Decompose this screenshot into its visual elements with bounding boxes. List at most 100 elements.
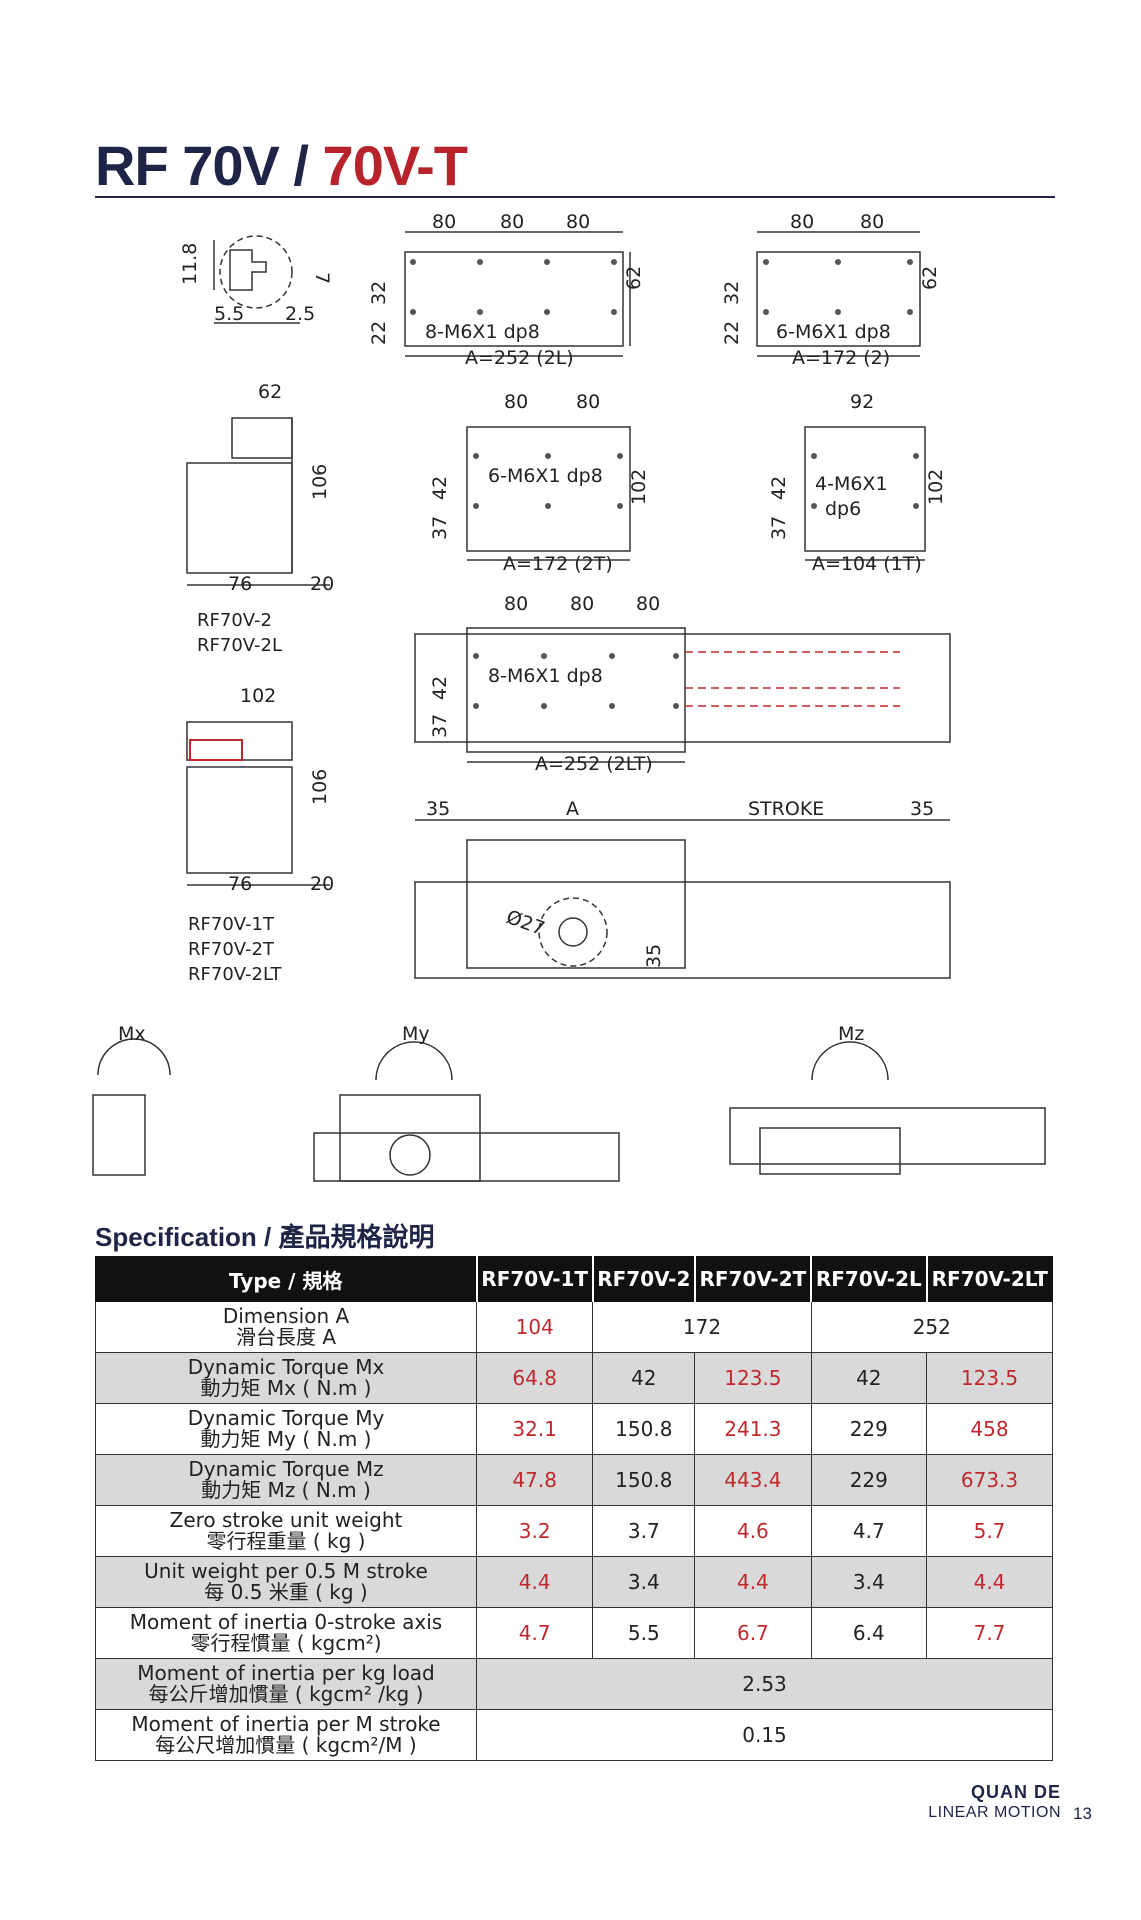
holes-4-label-b: dp6: [825, 498, 861, 520]
header-rf70v-1t: RF70V-1T: [475, 1256, 594, 1302]
mx-arrow-arc: [97, 1038, 171, 1076]
spec-header-row: Type / 規格 RF70V-1T RF70V-2 RF70V-2T RF70…: [95, 1256, 1053, 1302]
cell: 47.8: [475, 1454, 594, 1506]
dim-80-f: 80: [504, 391, 528, 413]
profile-section-1: [186, 462, 293, 574]
header-rf70v-2lt: RF70V-2LT: [926, 1256, 1053, 1302]
caption-rf70v-2: RF70V-2: [197, 610, 272, 631]
dim-37-b: 37: [768, 516, 790, 540]
dim-32-b: 32: [721, 281, 743, 305]
cell: 673.3: [926, 1454, 1053, 1506]
cell: 6.4: [810, 1607, 928, 1659]
title-rule: [95, 196, 1055, 198]
cell: 458: [926, 1403, 1053, 1455]
red-rail-highlight: [189, 739, 243, 761]
holes-6-label-2t: 6-M6X1 dp8: [488, 465, 603, 487]
profile-section-2: [186, 766, 293, 874]
dim-2-5: 2.5: [285, 303, 315, 325]
cell: 104: [475, 1301, 594, 1353]
profile-detail-circle: [219, 235, 293, 309]
dim-80-g: 80: [576, 391, 600, 413]
my-label: My: [402, 1023, 430, 1045]
cell: 32.1: [475, 1403, 594, 1455]
stroke-label: STROKE: [748, 798, 824, 820]
dim-5-5: 5.5: [214, 303, 244, 325]
caption-rf70v-2lt: RF70V-2LT: [188, 964, 282, 985]
page-title: RF 70V / 70V-T: [95, 134, 468, 197]
dim-80-h: 80: [504, 593, 528, 615]
header-rf70v-2: RF70V-2: [592, 1256, 696, 1302]
holes-4-label-a: 4-M6X1: [815, 473, 888, 495]
cell: 5.7: [926, 1505, 1053, 1557]
page-number: 13: [1073, 1804, 1092, 1823]
dim-20-b: 20: [310, 873, 334, 895]
shaft-circle: [558, 917, 588, 947]
cell: 4.7: [475, 1607, 594, 1659]
a104-1t-label: A=104 (1T): [812, 553, 922, 575]
cell: 241.3: [694, 1403, 812, 1455]
a252-2l-label: A=252 (2L): [465, 347, 574, 369]
dim-35-b: 35: [910, 798, 934, 820]
a252-2lt-label: A=252 (2LT): [535, 753, 653, 775]
caption-rf70v-1t: RF70V-1T: [188, 914, 274, 935]
mz-carriage-top: [759, 1127, 901, 1175]
plate-1t: [804, 426, 926, 552]
cell: 172: [592, 1301, 812, 1353]
plate-2t: [466, 426, 631, 552]
motor-bolt-circle: [538, 897, 608, 967]
dim-102-b: 102: [925, 469, 947, 505]
dim-106-a: 106: [309, 464, 331, 500]
mz-slide-top: [729, 1107, 1046, 1165]
cell: 4.4: [926, 1556, 1053, 1608]
footer-sub: LINEAR MOTION: [928, 1804, 1061, 1821]
cell: 443.4: [694, 1454, 812, 1506]
cell: 4.4: [694, 1556, 812, 1608]
hole-mark: [410, 259, 416, 265]
my-carriage: [339, 1094, 481, 1182]
spec-table: Type / 規格 RF70V-1T RF70V-2 RF70V-2T RF70…: [95, 1256, 1054, 1761]
dim-20-a: 20: [310, 573, 334, 595]
dim-35-a: 35: [426, 798, 450, 820]
cell: 42: [810, 1352, 928, 1404]
dia-27-label: Ø27: [503, 906, 547, 940]
dim-32-a: 32: [368, 281, 390, 305]
cell: 3.7: [592, 1505, 696, 1557]
dim-92: 92: [850, 391, 874, 413]
holes-8-label-2lt: 8-M6X1 dp8: [488, 665, 603, 687]
a172-2t-label: A=172 (2T): [503, 553, 613, 575]
cell: 4.7: [810, 1505, 928, 1557]
caption-rf70v-2t: RF70V-2T: [188, 939, 274, 960]
dim-80-j: 80: [636, 593, 660, 615]
dim-62-c: 62: [258, 381, 282, 403]
dim-42-a: 42: [429, 476, 451, 500]
dim-42-c: 42: [429, 676, 451, 700]
stroke-view-body: [414, 881, 951, 979]
dim-80-a: 80: [432, 211, 456, 233]
caption-group-2: RF70V-1T RF70V-2T RF70V-2LT: [188, 912, 282, 987]
header-rf70v-2l: RF70V-2L: [810, 1256, 928, 1302]
cell: 2.53: [476, 1658, 1053, 1710]
slide-body-2lt: [414, 633, 951, 743]
a172-2-label: A=172 (2): [792, 347, 890, 369]
holes-8-label: 8-M6X1 dp8: [425, 321, 540, 343]
dim-62-a: 62: [623, 266, 645, 290]
mx-label: Mx: [118, 1023, 146, 1045]
dim-80-c: 80: [566, 211, 590, 233]
cell: 64.8: [475, 1352, 594, 1404]
cell: 0.15: [476, 1709, 1053, 1761]
spec-heading: Specification / 產品規格說明: [95, 1222, 435, 1252]
dim-7: 7: [311, 272, 333, 284]
dim-22-b: 22: [721, 321, 743, 345]
dim-102-c: 102: [240, 685, 276, 707]
mz-label: Mz: [838, 1023, 864, 1045]
